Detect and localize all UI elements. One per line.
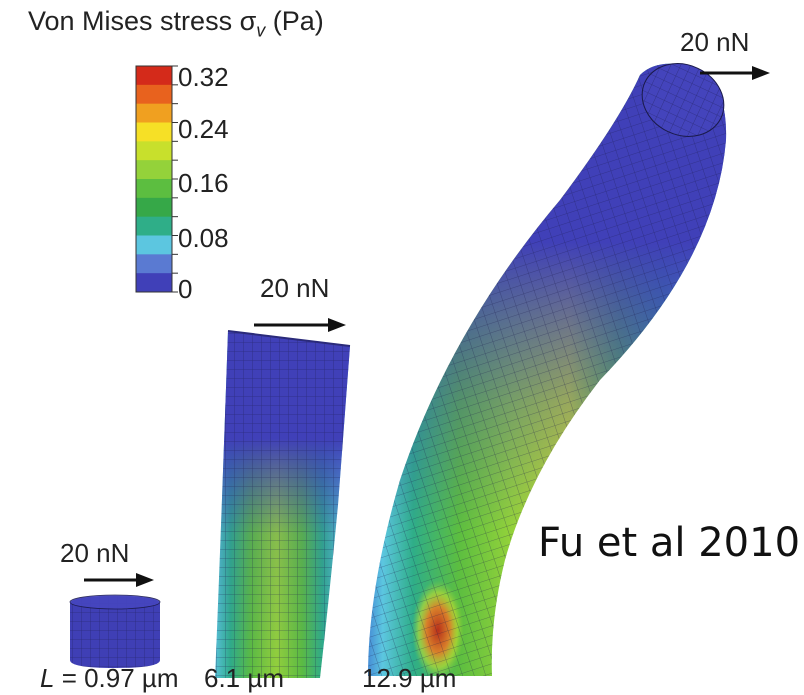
colorbar-tick-label: 0.16 [178,168,229,198]
colorbar-swatch [136,141,172,161]
colorbar-swatch [136,103,172,123]
force-label-medium: 20 nN [260,273,330,303]
colorbar-title: Von Mises stress σv (Pa) [28,6,324,41]
colorbar-tick-label: 0.08 [178,223,229,253]
colorbar-swatch [136,254,172,274]
short-pillar [69,594,161,668]
medium-pillar [215,330,351,678]
colorbar-swatch [136,84,172,105]
colorbar-tick-label: 0.24 [178,114,229,144]
colorbar-swatch [136,66,172,86]
force-arrow-short [84,573,154,587]
colorbar-swatch [136,216,172,236]
force-arrow-tall [700,66,770,80]
colorbar-tick-label: 0.32 [178,62,229,92]
colorbar-swatch [136,122,172,142]
colorbar-swatch [136,160,172,180]
length-label-medium: 6.1 µm [204,663,285,693]
source-credit: Fu et al 2010 [538,520,801,566]
colorbar [135,65,178,293]
tall-pillar [368,63,727,676]
force-arrow-medium [254,318,346,332]
force-label-short: 20 nN [60,538,130,568]
colorbar-swatch [136,197,172,218]
length-label-tall: 12.9 µm [362,663,457,693]
length-label-short: L = 0.97 µm [40,663,179,693]
colorbar-swatch [136,235,172,255]
force-label-tall: 20 nN [680,27,750,57]
colorbar-swatch [136,179,172,199]
colorbar-swatch [136,273,172,293]
colorbar-tick-label: 0 [178,274,193,304]
